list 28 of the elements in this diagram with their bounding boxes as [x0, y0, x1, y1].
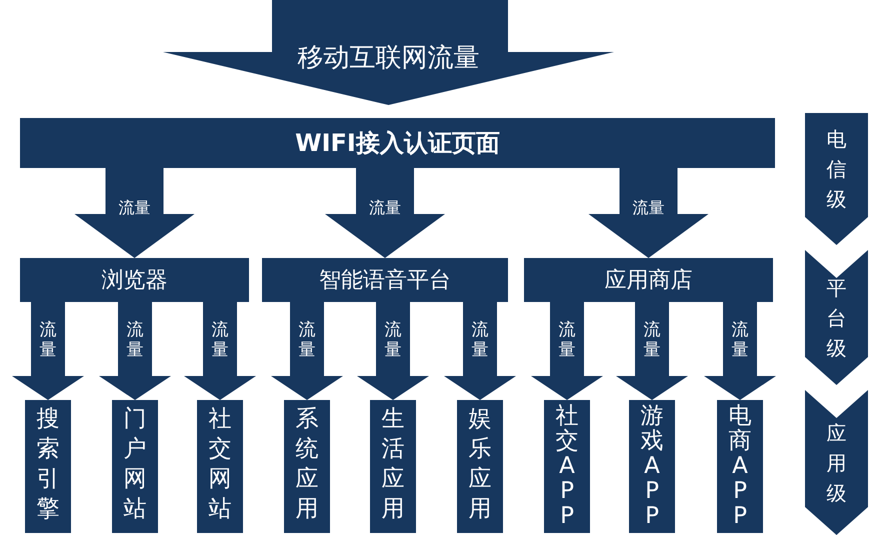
block-arrow — [99, 302, 171, 400]
leaf-box: 系统应用 — [284, 400, 330, 533]
block-arrow — [12, 302, 84, 400]
chevron-shape: 平台级 — [805, 250, 868, 385]
block-arrow — [271, 302, 343, 400]
block-arrow — [531, 302, 603, 400]
leaf-box: 生活应用 — [370, 400, 416, 533]
block-arrow — [74, 168, 194, 258]
down-arrow-shape: 移动互联网流量 — [163, 0, 614, 105]
leaf-box: 电商APP — [717, 400, 763, 533]
leaf-box: 搜索引擎 — [25, 400, 71, 533]
block-arrow — [444, 302, 516, 400]
block-arrow — [588, 168, 708, 258]
platform-box: 应用商店 — [524, 258, 773, 302]
platform-box: 浏览器 — [20, 258, 249, 302]
platform-box: 智能语音平台 — [262, 258, 508, 302]
block-arrow — [704, 302, 776, 400]
block-arrow — [184, 302, 256, 400]
leaf-box: 社交APP — [544, 400, 590, 533]
block-arrow — [325, 168, 445, 258]
banner-box: WIFI接入认证页面 — [20, 118, 775, 168]
block-arrow — [616, 302, 688, 400]
chevron-shape: 电信级 — [805, 113, 868, 245]
leaf-box: 游戏APP — [629, 400, 675, 533]
chevron-shape: 应用级 — [805, 390, 868, 535]
leaf-box: 门户网站 — [112, 400, 158, 533]
leaf-box: 娱乐应用 — [457, 400, 503, 533]
leaf-box: 社交网站 — [197, 400, 243, 533]
